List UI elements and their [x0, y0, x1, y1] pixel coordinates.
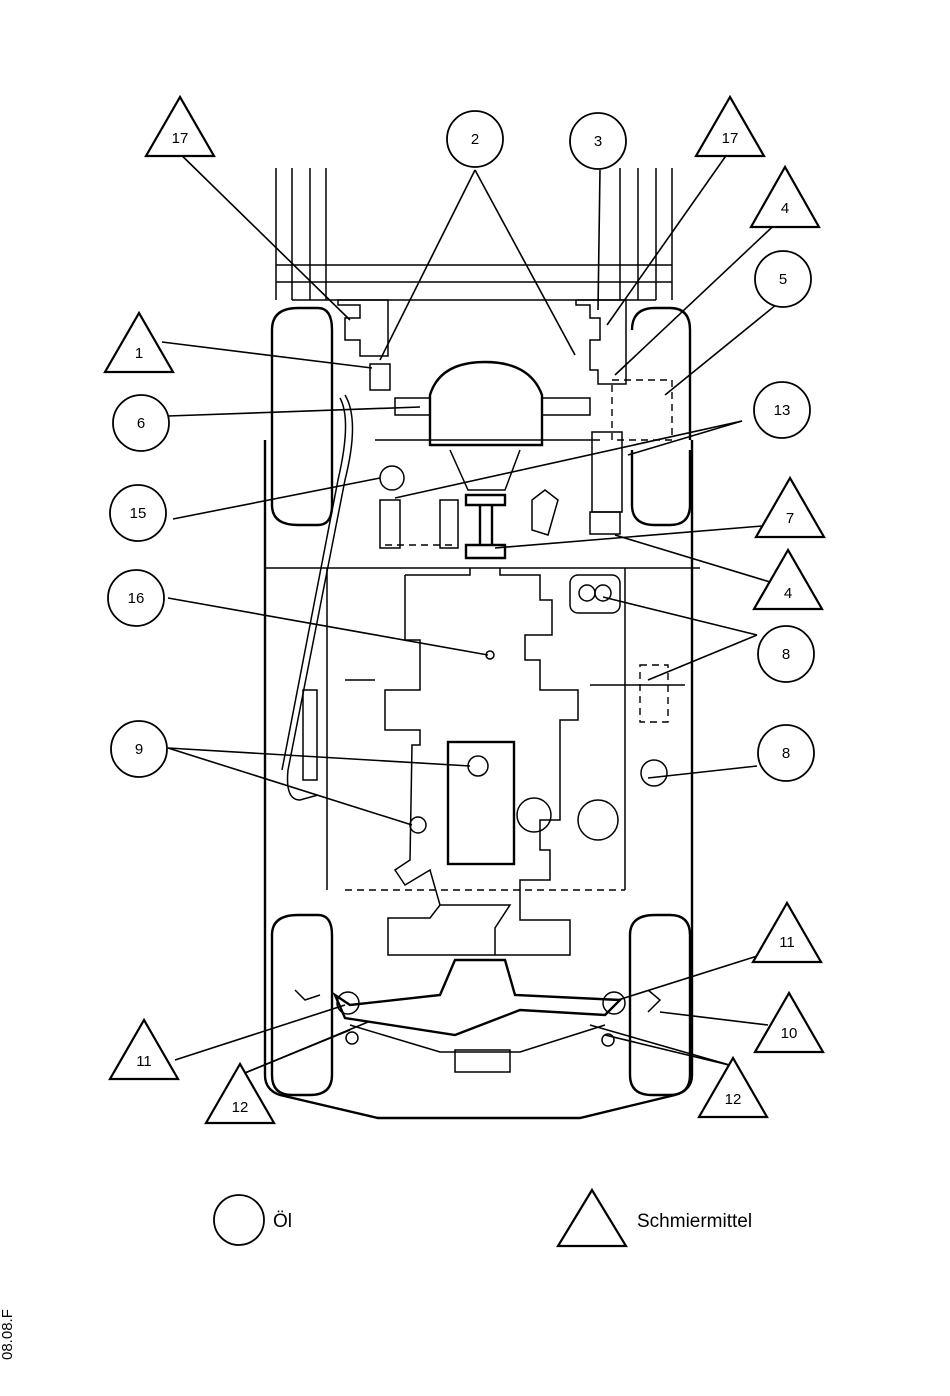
- svg-text:13: 13: [774, 402, 791, 419]
- callout-circle-8-bottom: 8: [758, 725, 814, 781]
- legend: Öl Schmiermittel: [214, 1190, 752, 1246]
- legend-lubricant-triangle-icon: [558, 1190, 626, 1246]
- svg-text:17: 17: [722, 130, 739, 147]
- vehicle-drawing: [265, 168, 700, 1118]
- callout-circle-3: 3: [570, 113, 626, 169]
- svg-text:11: 11: [136, 1053, 152, 1070]
- callout-circle-5: 5: [755, 251, 811, 307]
- svg-text:8: 8: [782, 745, 790, 762]
- callout-circle-6: 6: [113, 395, 169, 451]
- callout-circle-9: 9: [111, 721, 167, 777]
- callout-circle-2: 2: [447, 111, 503, 167]
- callout-triangle-11-left: 11: [110, 1020, 178, 1079]
- callout-triangle-17-right: 17: [696, 97, 764, 156]
- callout-circle-15: 15: [110, 485, 166, 541]
- svg-text:17: 17: [172, 130, 189, 147]
- callout-circle-16: 16: [108, 570, 164, 626]
- callout-triangle-10: 10: [755, 993, 823, 1052]
- document-code: 08.08.F: [0, 1309, 16, 1360]
- svg-text:12: 12: [725, 1091, 742, 1108]
- callout-triangle-7: 7: [756, 478, 824, 537]
- callout-triangle-17-left: 17: [146, 97, 214, 156]
- svg-text:10: 10: [781, 1025, 798, 1042]
- svg-text:1: 1: [135, 345, 143, 362]
- svg-text:5: 5: [779, 271, 787, 288]
- svg-text:16: 16: [128, 590, 145, 607]
- svg-text:12: 12: [232, 1099, 249, 1116]
- callout-triangle-11-right: 11: [753, 903, 821, 962]
- callout-triangle-12-right: 12: [699, 1058, 767, 1117]
- svg-text:3: 3: [594, 133, 602, 150]
- svg-text:6: 6: [137, 415, 145, 432]
- svg-text:9: 9: [135, 741, 143, 758]
- svg-text:8: 8: [782, 646, 790, 663]
- legend-oil-label: Öl: [273, 1211, 292, 1232]
- legend-oil-circle-icon: [214, 1195, 264, 1245]
- svg-text:15: 15: [130, 505, 147, 522]
- legend-oil: Öl: [214, 1195, 292, 1245]
- callout-circle-8-top: 8: [758, 626, 814, 682]
- callout-circle-13: 13: [754, 382, 810, 438]
- legend-lubricant: Schmiermittel: [558, 1190, 752, 1246]
- svg-text:4: 4: [781, 200, 789, 217]
- callout-triangle-4-top: 4: [751, 167, 819, 227]
- legend-lubricant-label: Schmiermittel: [637, 1211, 752, 1232]
- svg-text:2: 2: [471, 131, 479, 148]
- svg-text:4: 4: [784, 585, 792, 602]
- svg-text:7: 7: [786, 510, 794, 527]
- svg-text:11: 11: [779, 934, 795, 951]
